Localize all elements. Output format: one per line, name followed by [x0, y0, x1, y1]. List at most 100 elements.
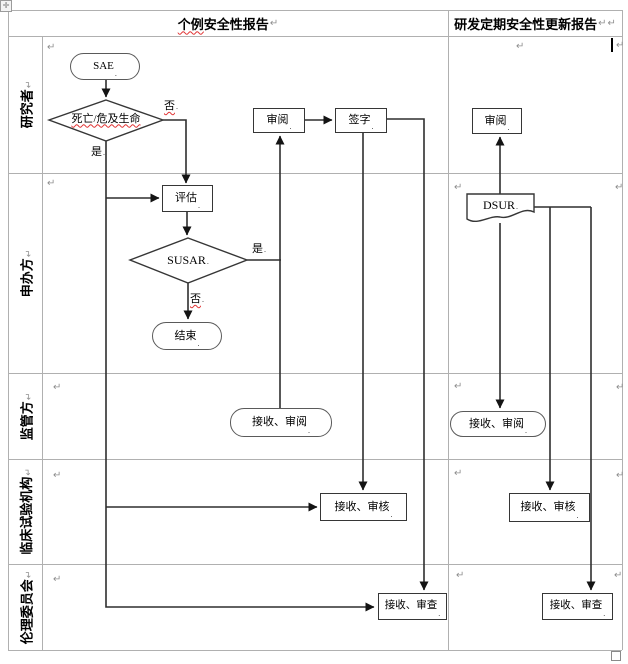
grid-line	[8, 10, 9, 650]
lane-label-regulator[interactable]: 监管方↵	[9, 373, 42, 459]
branch-text: 是	[252, 243, 263, 255]
receive-check-node-right[interactable]: 接收、审核.	[509, 493, 590, 522]
paragraph-mark: ↵	[269, 17, 279, 29]
branch-text: 否	[164, 100, 175, 112]
node-text: 接收、审查	[549, 600, 603, 612]
text-end-mark: .	[206, 256, 209, 266]
grid-line	[8, 173, 622, 174]
branch-label-yes-1: 是.	[91, 147, 105, 158]
receive-examine-node-right[interactable]: 接收、审查.	[542, 593, 613, 620]
text-end-mark: .	[202, 295, 204, 304]
paragraph-mark: ↵	[53, 382, 62, 393]
text-end-mark: .	[603, 608, 606, 618]
lane-text: 伦理委员会	[19, 578, 34, 644]
branch-label-yes-2: 是.	[252, 244, 266, 255]
paragraph-mark: ↵	[614, 570, 623, 581]
paragraph-mark: ↵	[616, 382, 625, 393]
header-text: 研发定期安全性更新报告	[454, 16, 598, 32]
grid-line	[8, 10, 622, 11]
paragraph-mark: ↵	[607, 17, 616, 29]
receive-review-node-right[interactable]: 接收、审阅.	[450, 411, 546, 437]
sae-start-node[interactable]: SAE.	[70, 53, 140, 80]
text-end-mark: .	[176, 102, 178, 111]
node-text: 审阅	[266, 114, 289, 126]
text-end-mark: .	[264, 245, 266, 254]
lane-text: 申办方	[19, 257, 34, 297]
paragraph-mark: ↵	[24, 468, 34, 476]
paragraph-mark: ↵	[47, 42, 56, 53]
text-end-mark: .	[103, 148, 105, 157]
text-end-mark: .	[525, 425, 527, 435]
end-node[interactable]: 结束.	[152, 322, 222, 350]
dsur-label: DSUR.	[467, 198, 534, 212]
node-text: 评估	[175, 192, 197, 204]
grid-line	[448, 10, 449, 650]
text-cursor	[611, 38, 613, 52]
branch-text: 是	[91, 146, 102, 158]
node-text: 结束	[174, 329, 197, 342]
paragraph-mark: ↵	[616, 40, 625, 51]
death-decision-label: 死亡/危及生命	[52, 111, 160, 127]
susar-decision-label: SUSAR.	[146, 253, 230, 267]
node-text: 接收、审查	[384, 600, 438, 612]
sign-node[interactable]: 签字.	[335, 108, 387, 133]
grid-line	[8, 459, 622, 460]
lane-label-clinical-trial-institution[interactable]: 临床试验机构↵	[9, 459, 42, 564]
text-end-mark: .	[576, 510, 579, 520]
table-resize-handle[interactable]	[611, 651, 621, 661]
grid-line	[8, 564, 622, 565]
node-text: SAE	[93, 60, 114, 72]
header-text: 安全性报告	[203, 16, 269, 32]
header-periodic-safety-update-report[interactable]: 研发定期安全性更新报告↵↵	[449, 11, 621, 35]
paragraph-mark: ↵	[47, 178, 56, 189]
review-node-left[interactable]: 审阅.	[253, 108, 305, 133]
table-move-handle[interactable]: ✛	[0, 0, 12, 12]
lane-label-researcher[interactable]: 研究者↵	[9, 36, 42, 173]
paragraph-mark: ↵	[454, 381, 463, 392]
paragraph-mark: ↵	[53, 574, 62, 585]
lane-text: 监管方	[19, 400, 34, 440]
evaluate-node[interactable]: 评估.	[162, 185, 213, 212]
receive-check-node-left[interactable]: 接收、审核.	[320, 493, 407, 521]
node-text: 接收、审核	[520, 501, 576, 513]
paragraph-mark: ↵	[454, 468, 463, 479]
branch-text: 否	[190, 293, 201, 305]
text-end-mark: .	[507, 122, 510, 132]
lane-text: 研究者	[19, 89, 34, 129]
text-end-mark: .	[308, 425, 310, 435]
grid-line	[42, 36, 43, 650]
receive-review-node-left[interactable]: 接收、审阅.	[230, 408, 332, 437]
grid-line	[8, 373, 622, 374]
grid-line	[8, 650, 622, 651]
text-end-mark: .	[371, 121, 374, 131]
node-text: 接收、审核	[334, 500, 390, 513]
paragraph-mark: ↵	[24, 392, 34, 400]
header-individual-case-safety-report[interactable]: 个例安全性报告↵	[9, 11, 447, 35]
node-text: 签字	[348, 114, 371, 126]
text-end-mark: .	[438, 608, 441, 618]
header-text-wavy: 个例	[177, 16, 204, 32]
lane-label-ethics-committee[interactable]: 伦理委员会↵	[9, 564, 42, 650]
node-text: 接收、审阅	[252, 416, 307, 428]
paragraph-mark: ↵	[24, 80, 34, 89]
node-text: 死亡/危及生命	[71, 112, 141, 125]
paragraph-mark: ↵	[24, 570, 34, 578]
branch-label-no-1: 否.	[164, 101, 178, 112]
paragraph-mark: ↵	[615, 182, 624, 193]
grid-line	[8, 36, 622, 37]
paragraph-mark: ↵	[53, 470, 62, 481]
move-icon: ✛	[2, 1, 10, 10]
paragraph-mark: ↵	[454, 182, 463, 193]
branch-label-no-2: 否.	[190, 294, 204, 305]
node-text: 审阅	[484, 114, 507, 127]
paragraph-mark: ↵	[598, 17, 607, 29]
node-text: SUSAR	[167, 253, 206, 267]
lane-text: 临床试验机构	[19, 476, 34, 555]
text-end-mark: .	[114, 68, 117, 78]
lane-label-sponsor[interactable]: 申办方↵	[9, 173, 42, 373]
review-node-right[interactable]: 审阅.	[472, 108, 522, 134]
text-end-mark: .	[197, 338, 200, 348]
grid-line	[622, 10, 623, 650]
receive-examine-node-left[interactable]: 接收、审查.	[378, 593, 447, 620]
